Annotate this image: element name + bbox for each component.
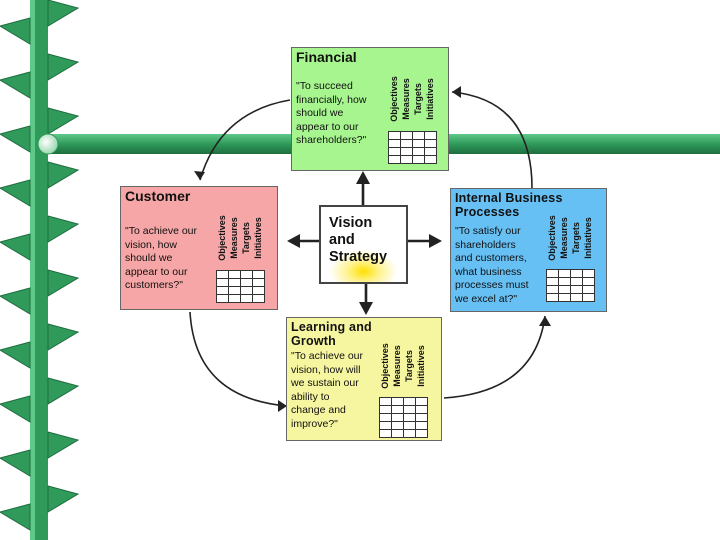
objectives-header: Objectives [547,215,557,261]
financial-box: Financial "To succeed financially, how s… [291,47,449,171]
financial-column-headers: Objectives Measures Targets Initiatives [388,68,436,130]
learning-growth-grid [379,397,428,438]
vision-strategy-box: Vision and Strategy [319,205,408,284]
internal-business-grid [546,269,595,302]
customer-box: Customer "To achieve our vision, how sho… [120,186,278,310]
targets-header: Targets [571,222,581,254]
vine-ribbon [0,0,80,540]
initiatives-header: Initiatives [416,345,427,387]
cycle-arrows [189,91,546,407]
financial-question: "To succeed financially, how should we a… [296,80,367,146]
bar-knob [37,133,59,155]
internal-business-box: Internal Business Processes "To satisfy … [450,188,607,312]
targets-header: Targets [404,350,414,382]
internal-business-title: Internal Business Processes [455,191,563,219]
measures-header: Measures [229,217,239,259]
initiatives-header: Initiatives [583,217,594,259]
targets-header: Targets [413,83,423,115]
arrow-financial-to-customer [199,99,291,181]
financial-grid [388,131,437,164]
financial-title: Financial [296,49,357,65]
learning-growth-question: "To achieve our vision, how will we sust… [291,350,364,430]
objectives-header: Objectives [389,76,399,122]
internal-business-column-headers: Objectives Measures Targets Initiatives [546,207,594,269]
customer-grid [216,270,265,303]
arrow-internal-to-financial [451,91,533,189]
measures-header: Measures [392,345,402,387]
learning-growth-column-headers: Objectives Measures Targets Initiatives [379,335,427,397]
arrow-heads [194,86,551,412]
targets-header: Targets [241,222,251,254]
learning-growth-box: Learning and Growth "To achieve our visi… [286,317,442,441]
measures-header: Measures [401,78,411,120]
measures-header: Measures [559,217,569,259]
initiatives-header: Initiatives [253,217,264,259]
learning-growth-title: Learning and Growth [291,320,372,348]
initiatives-header: Initiatives [425,78,436,120]
customer-column-headers: Objectives Measures Targets Initiatives [216,207,264,269]
arrow-customer-to-learning [189,311,288,407]
customer-question: "To achieve our vision, how should we ap… [125,225,198,291]
customer-title: Customer [125,188,191,204]
vision-strategy-label: Vision and Strategy [329,215,388,265]
objectives-header: Objectives [217,215,227,261]
arrow-learning-to-internal [443,315,546,399]
internal-business-question: "To satisfy our shareholders and custome… [455,225,529,305]
objectives-header: Objectives [380,343,390,389]
